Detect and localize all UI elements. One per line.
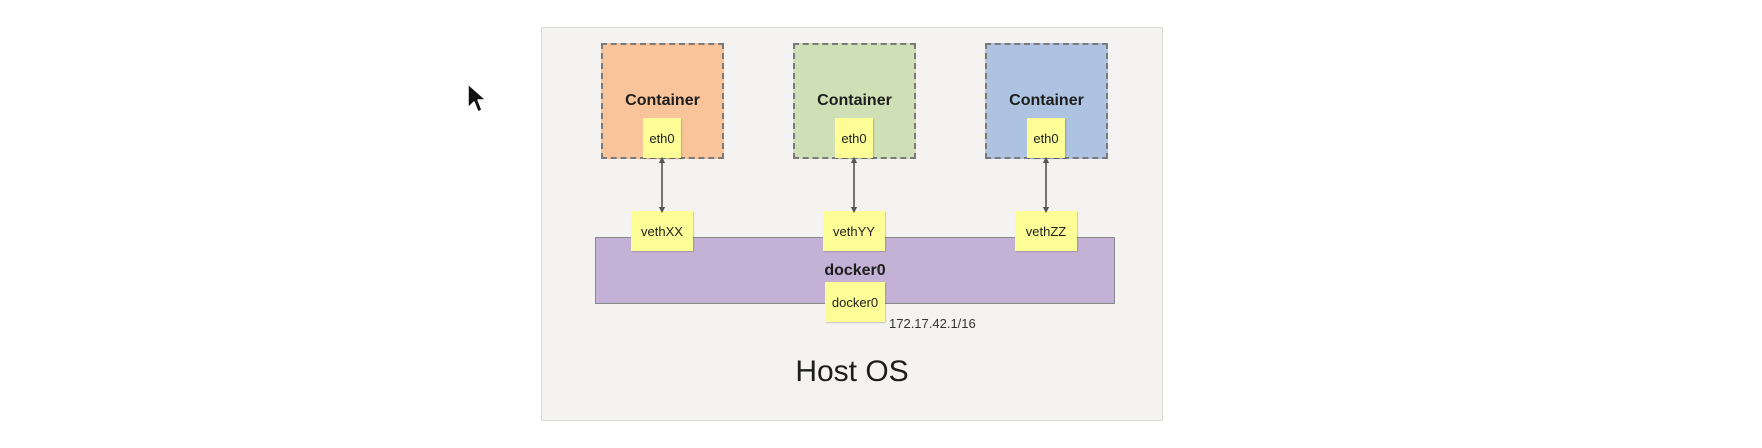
container-3: Container eth0 <box>985 43 1108 159</box>
docker0-ip-label: 172.17.42.1/16 <box>889 316 976 331</box>
container-2: Container eth0 <box>793 43 916 159</box>
veth-xx: vethXX <box>631 211 693 251</box>
mouse-pointer-icon <box>467 83 487 113</box>
container-3-title: Container <box>1009 92 1084 109</box>
container-1-eth0: eth0 <box>643 118 681 158</box>
veth-zz: vethZZ <box>1015 211 1077 251</box>
docker0-bridge-title: docker0 <box>824 262 886 279</box>
container-2-title: Container <box>817 92 892 109</box>
container-1: Container eth0 <box>601 43 724 159</box>
docker0-interface: docker0 <box>825 282 885 322</box>
container-3-eth0: eth0 <box>1027 118 1065 158</box>
host-os-label: Host OS <box>795 355 909 388</box>
container-1-title: Container <box>625 92 700 109</box>
veth-yy: vethYY <box>823 211 885 251</box>
container-2-eth0: eth0 <box>835 118 873 158</box>
